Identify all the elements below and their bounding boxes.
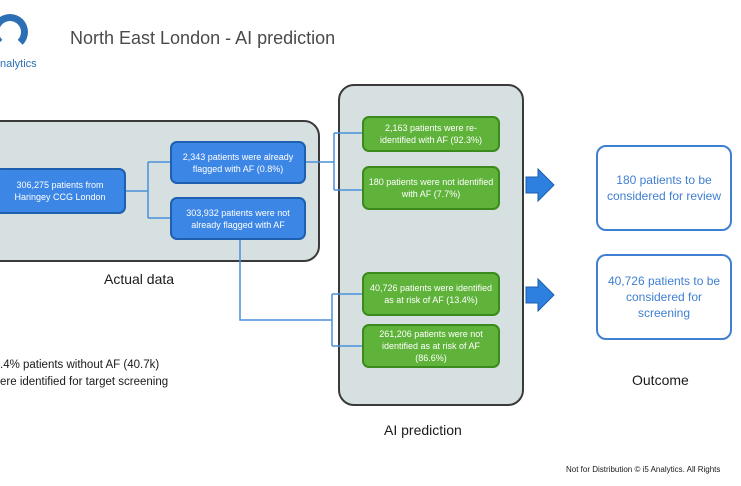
not-at-risk-text: 261,206 patients were not identified as … [379, 329, 483, 363]
screening-note-line1: .4% patients without AF (40.7k) [0, 359, 160, 371]
already-flagged-text: 2,343 patients were already flagged with… [182, 151, 294, 174]
review-arrow-icon [525, 167, 555, 203]
not-identified-text: 180 patients were not identified with AF… [368, 177, 494, 199]
outcome-label: Outcome [632, 372, 689, 388]
source-branch-connector [126, 161, 170, 219]
ai-prediction-label: AI prediction [384, 422, 462, 438]
flagged-branch-connector [306, 132, 362, 191]
source-patients-text: 306,275 patients from Haringey CCG Londo… [14, 180, 106, 202]
screening-outcome-text: 40,726 patients to be considered for scr… [607, 274, 721, 320]
actual-data-label: Actual data [104, 271, 175, 287]
at-risk-text: 40,726 patients were identified as at ri… [369, 283, 493, 305]
source-patients-node: 306,275 patients from Haringey CCG Londo… [0, 168, 126, 214]
screening-arrow-icon [525, 277, 555, 313]
reidentified-node: 2,163 patients were re-identified with A… [362, 116, 500, 152]
at-risk-node: 40,726 patients were identified as at ri… [362, 272, 500, 316]
not-flagged-branch-connector [239, 240, 362, 347]
not-at-risk-node: 261,206 patients were not identified as … [362, 324, 500, 368]
not-flagged-text: 303,932 patients were not already flagge… [186, 207, 290, 230]
logo-icon [0, 14, 28, 50]
logo-text: nalytics [0, 58, 37, 70]
not-identified-node: 180 patients were not identified with AF… [362, 166, 500, 210]
reidentified-text: 2,163 patients were re-identified with A… [379, 123, 483, 145]
not-flagged-node: 303,932 patients were not already flagge… [170, 197, 306, 240]
copyright-footer: Not for Distribution © i5 Analytics. All… [566, 465, 721, 474]
screening-note-line2: ere identified for target screening [0, 376, 169, 388]
screening-outcome-box: 40,726 patients to be considered for scr… [596, 254, 732, 340]
already-flagged-node: 2,343 patients were already flagged with… [170, 141, 306, 184]
review-outcome-text: 180 patients to be considered for review [606, 173, 722, 203]
review-outcome-box: 180 patients to be considered for review [596, 145, 732, 231]
page-title: North East London - AI prediction [70, 28, 336, 48]
